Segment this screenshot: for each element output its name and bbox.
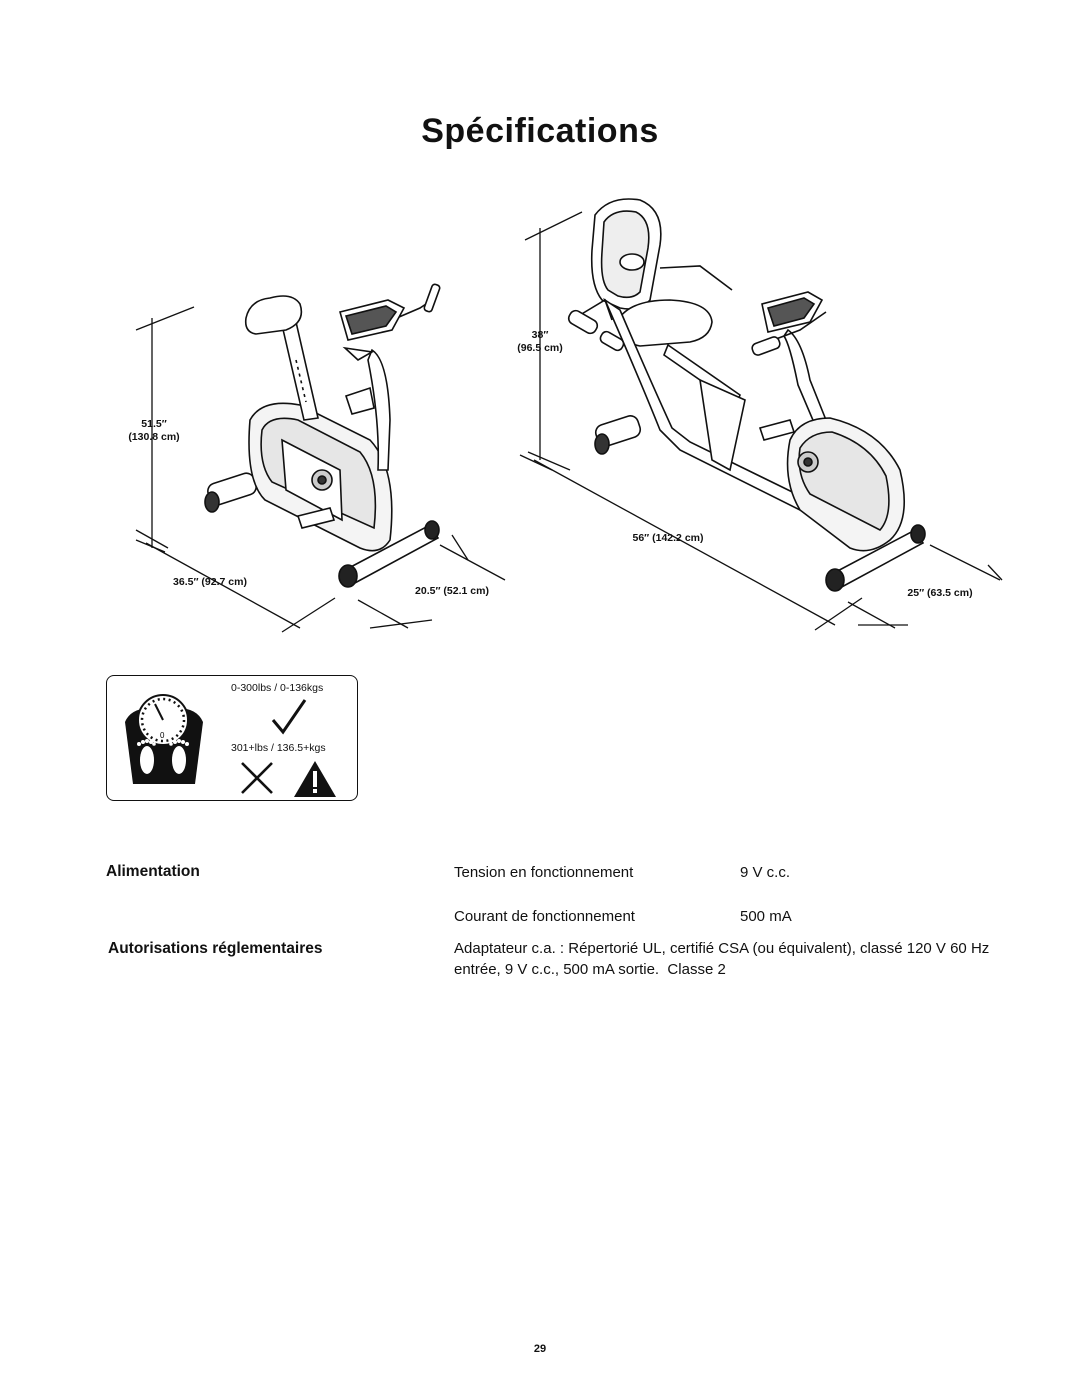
upright-length-label: 36.5″ (92.7 cm): [173, 576, 247, 588]
checkmark-icon: [271, 699, 307, 735]
page-number: 29: [533, 1343, 547, 1355]
recumbent-height-in: 38″: [531, 329, 549, 341]
over-weight-range: 301+lbs / 136.5+kgs: [231, 742, 326, 754]
voltage-value: 9 V c.c.: [740, 864, 791, 881]
recumbent-width-label: 25″ (63.5 cm): [907, 587, 973, 599]
weight-limit-box: 0 0-300lbs / 0-136kgs 301+lbs / 136.5+kg…: [106, 675, 358, 801]
upright-height-label: 51.5″ (130.8 cm): [114, 418, 194, 444]
upright-height-in: 51.5″: [141, 418, 167, 430]
scale-icon: 0: [125, 694, 203, 784]
page-title: Spécifications: [421, 112, 659, 150]
warning-icon: [294, 761, 336, 797]
approvals-line-2: entrée, 9 V c.c., 500 mA sortie. Classe …: [454, 961, 726, 978]
approvals-heading: Autorisations réglementaires: [108, 940, 323, 957]
ok-weight-range: 0-300lbs / 0-136kgs: [231, 682, 324, 694]
recumbent-height-label: 38″ (96.5 cm): [500, 329, 580, 355]
current-label: Courant de fonctionnement: [454, 908, 635, 925]
upright-height-cm: (130.8 cm): [128, 431, 180, 443]
upright-width-label: 20.5″ (52.1 cm): [415, 585, 489, 597]
cross-icon: [241, 762, 273, 794]
recumbent-bike-illustration: [519, 198, 1003, 631]
recumbent-height-cm: (96.5 cm): [517, 342, 563, 354]
recumbent-length-label: 56″ (142.2 cm): [632, 532, 704, 544]
voltage-label: Tension en fonctionnement: [454, 864, 634, 881]
current-value: 500 mA: [740, 908, 792, 925]
approvals-line-1: Adaptateur c.a. : Répertorié UL, certifi…: [454, 940, 990, 957]
svg-text:0: 0: [160, 731, 165, 740]
upright-bike-illustration: [135, 283, 506, 633]
power-heading: Alimentation: [106, 863, 200, 880]
